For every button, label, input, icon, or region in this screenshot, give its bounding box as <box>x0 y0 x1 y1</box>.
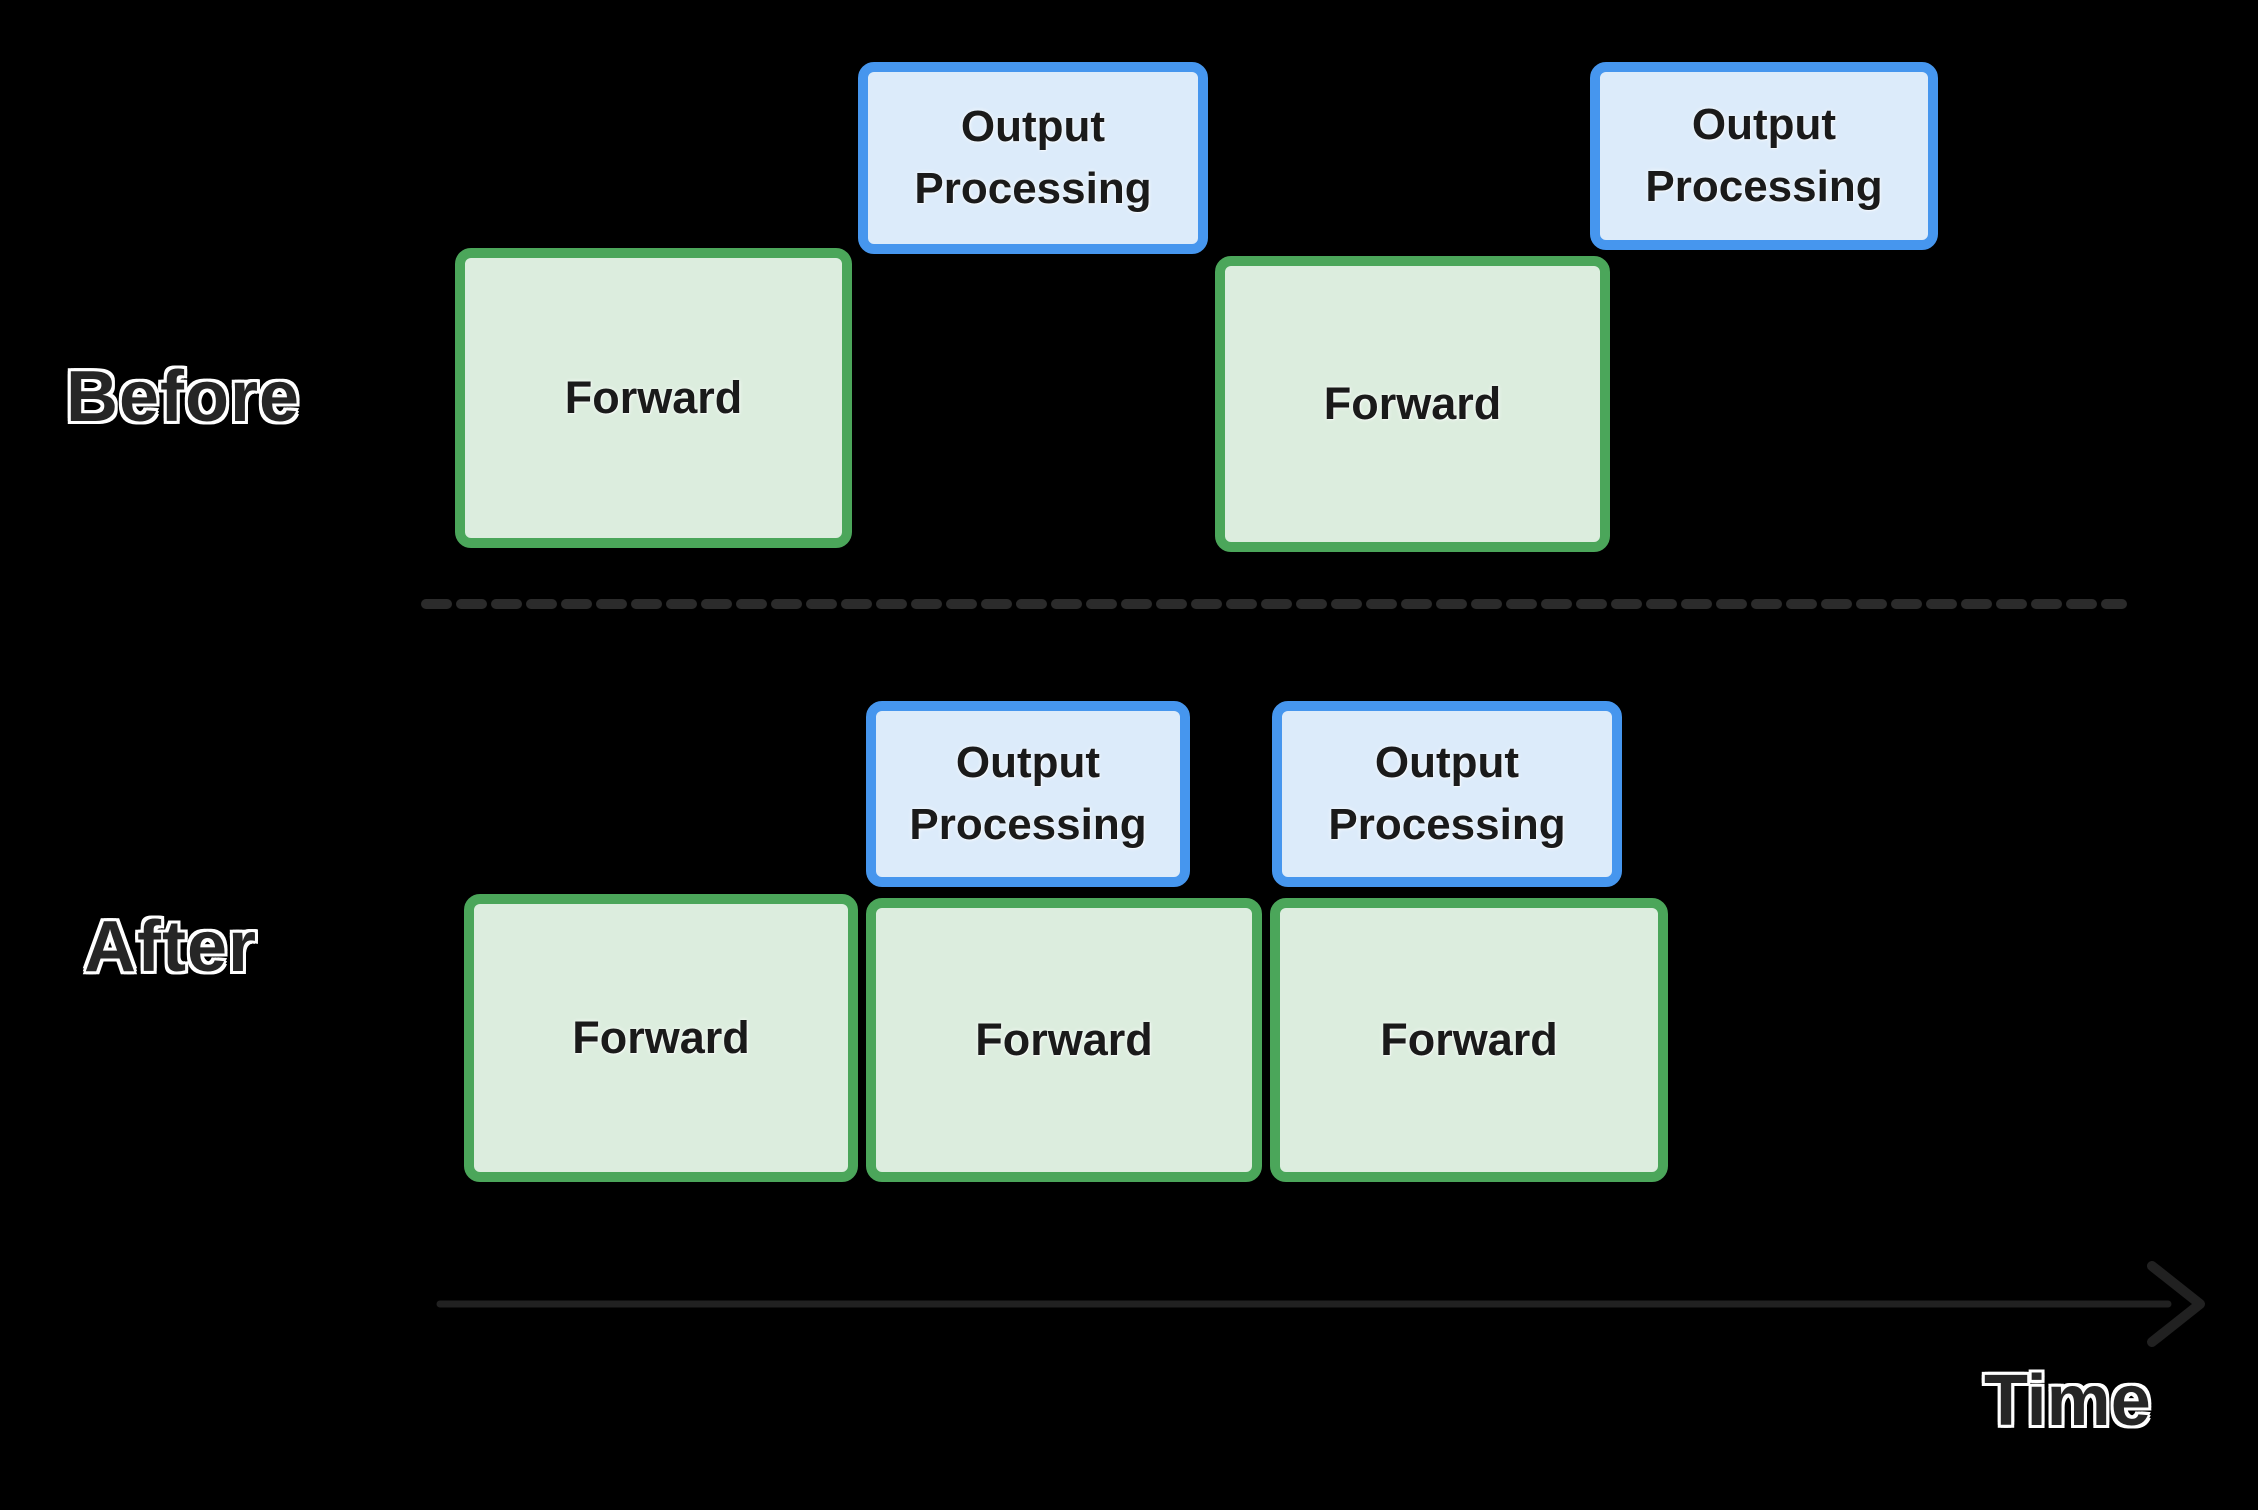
before-label: Before <box>66 357 301 437</box>
before-forward-block-1: Forward <box>455 248 852 548</box>
after-label: After <box>84 907 258 987</box>
after-output-processing-block-2: Output Processing <box>1272 701 1622 887</box>
after-forward-block-1: Forward <box>464 894 858 1182</box>
after-output-processing-block-1: Output Processing <box>866 701 1190 887</box>
before-output-processing-block-1: Output Processing <box>858 62 1208 254</box>
after-forward-block-3: Forward <box>1270 898 1668 1182</box>
before-output-processing-block-2: Output Processing <box>1590 62 1938 250</box>
before-forward-block-2: Forward <box>1215 256 1610 552</box>
time-axis-label: Time <box>1984 1361 2151 1441</box>
after-forward-block-2: Forward <box>866 898 1262 1182</box>
arrow-head-icon <box>2147 1261 2205 1347</box>
